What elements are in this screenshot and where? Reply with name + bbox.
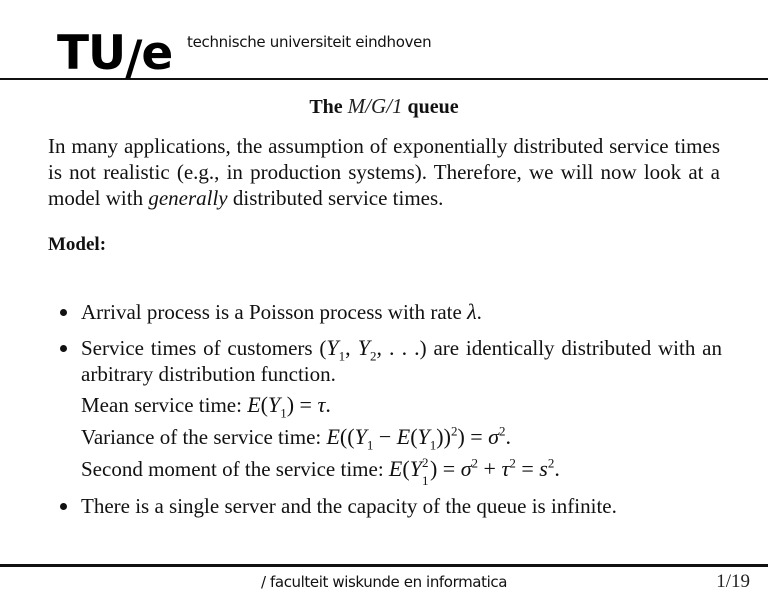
page-number: 1/19	[716, 571, 750, 592]
intro-paragraph: In many applications, the assumption of …	[48, 133, 720, 211]
bullet-arrival-process: Arrival process is a Poisson process wit…	[58, 299, 722, 325]
model-bullet-list: Arrival process is a Poisson process wit…	[58, 299, 722, 529]
math-variance: E((Y1 − E(Y1))2) = σ2.	[326, 423, 512, 453]
line-label: Mean service time:	[81, 393, 248, 417]
variance-line: Variance of the service time: E((Y1 − E(…	[81, 423, 722, 451]
mean-service-time-line: Mean service time: E(Y1) = τ.	[81, 391, 722, 419]
math-service-sequence: Y1, Y2, . . .	[326, 335, 420, 364]
bullet-service-times: Service times of customers (Y1, Y2, . . …	[58, 335, 722, 488]
university-name: technische universiteit eindhoven	[187, 33, 432, 51]
footer-department: / faculteit wiskunde en informatica	[261, 573, 507, 591]
bullet-dot-icon	[60, 309, 67, 316]
model-heading: Model:	[48, 234, 107, 255]
bullet-dot-icon	[60, 345, 67, 352]
intro-text-2: distributed service times.	[227, 186, 444, 210]
footer-rule	[0, 564, 768, 567]
bullet-text: There is a single server and the capacit…	[81, 494, 617, 518]
title-prefix: The	[309, 96, 343, 118]
logo-slash: /	[125, 31, 142, 86]
bullet-text: Service times of customers (	[81, 336, 327, 360]
logo-tu: TU	[57, 26, 126, 81]
bullet-end: .	[476, 300, 482, 324]
line-label: Second moment of the service time:	[81, 457, 389, 481]
bullet-dot-icon	[60, 503, 67, 510]
math-lambda: λ	[467, 299, 477, 324]
logo-e: e	[141, 26, 173, 81]
bullet-text: ) are identically distributed with an ar…	[81, 336, 722, 386]
title-math: M/G/1	[347, 94, 403, 118]
tue-logo: TU/e	[57, 30, 175, 82]
bullet-single-server: There is a single server and the capacit…	[58, 493, 722, 519]
bullet-text: Arrival process is a Poisson process wit…	[81, 300, 468, 324]
slide-title: The M/G/1 queue	[0, 94, 768, 119]
line-label: Variance of the service time:	[81, 425, 327, 449]
header-rule	[0, 78, 768, 80]
intro-text-1: In many applications, the assumption of …	[48, 134, 720, 210]
title-suffix: queue	[407, 96, 459, 118]
intro-emphasis: generally	[148, 186, 228, 210]
math-mean: E(Y1) = τ.	[247, 392, 331, 421]
